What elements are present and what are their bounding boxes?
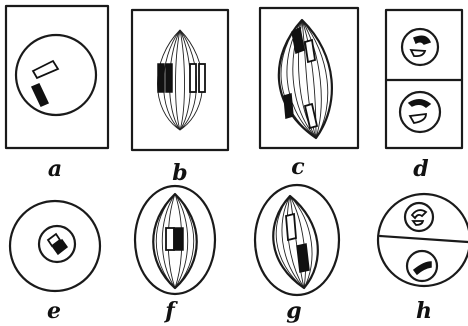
panel-d-chromosome-white-top xyxy=(411,50,425,56)
panel-d-chromosome-black-bottom xyxy=(409,100,430,107)
panel-h-cell-plate xyxy=(380,236,468,242)
panel-c-label: c xyxy=(291,154,305,180)
panel-b-chromosome-white-1 xyxy=(190,64,196,92)
panel-g: g xyxy=(255,185,339,324)
panel-c-chromosome-white-top xyxy=(305,40,315,62)
panel-d-chromosome-white-bottom xyxy=(410,114,426,123)
panel-h-chromosome-white-top xyxy=(412,210,426,218)
panel-b-chromosome-black-1 xyxy=(158,64,164,92)
panel-d-label: d xyxy=(413,156,428,182)
panel-h-label: h xyxy=(416,298,432,324)
panel-h-chromosome-white-top-2 xyxy=(413,221,423,225)
panel-b: b xyxy=(132,10,228,186)
panel-b-label: b xyxy=(172,160,187,186)
panel-a: a xyxy=(6,6,108,182)
panel-a-label: a xyxy=(48,156,62,182)
panel-g-chromosome-white xyxy=(286,214,296,240)
panel-a-chromosome-black xyxy=(32,84,48,106)
panel-a-chromosome-white xyxy=(33,61,58,78)
panel-h: h xyxy=(378,194,468,324)
panel-d-nucleus-top xyxy=(402,29,438,65)
panel-f-label: f xyxy=(163,298,178,324)
panel-f-chromosome-white xyxy=(166,228,174,250)
panel-f-chromosome-black xyxy=(174,228,183,250)
panel-b-chromosome-black-2 xyxy=(166,64,172,92)
panel-e: e xyxy=(10,201,100,324)
panel-a-cell-wall xyxy=(6,6,108,148)
panel-h-chromosome-black-bottom xyxy=(414,262,431,274)
panel-h-nucleus-top xyxy=(405,203,433,231)
panel-d-nucleus-bottom xyxy=(400,92,440,132)
panel-d-chromosome-black-top xyxy=(414,36,430,44)
panel-e-label: e xyxy=(47,298,61,324)
panel-a-nucleus xyxy=(16,35,96,115)
panel-d: d xyxy=(386,10,462,182)
panel-g-label: g xyxy=(286,298,301,324)
panel-f: f xyxy=(135,186,215,324)
panel-g-spindle xyxy=(276,196,312,288)
panel-c-chromosome-black-bottom xyxy=(284,94,293,118)
panel-b-chromosome-white-2 xyxy=(199,64,205,92)
panel-c: c xyxy=(260,8,358,180)
panel-g-chromosome-black xyxy=(297,244,309,272)
